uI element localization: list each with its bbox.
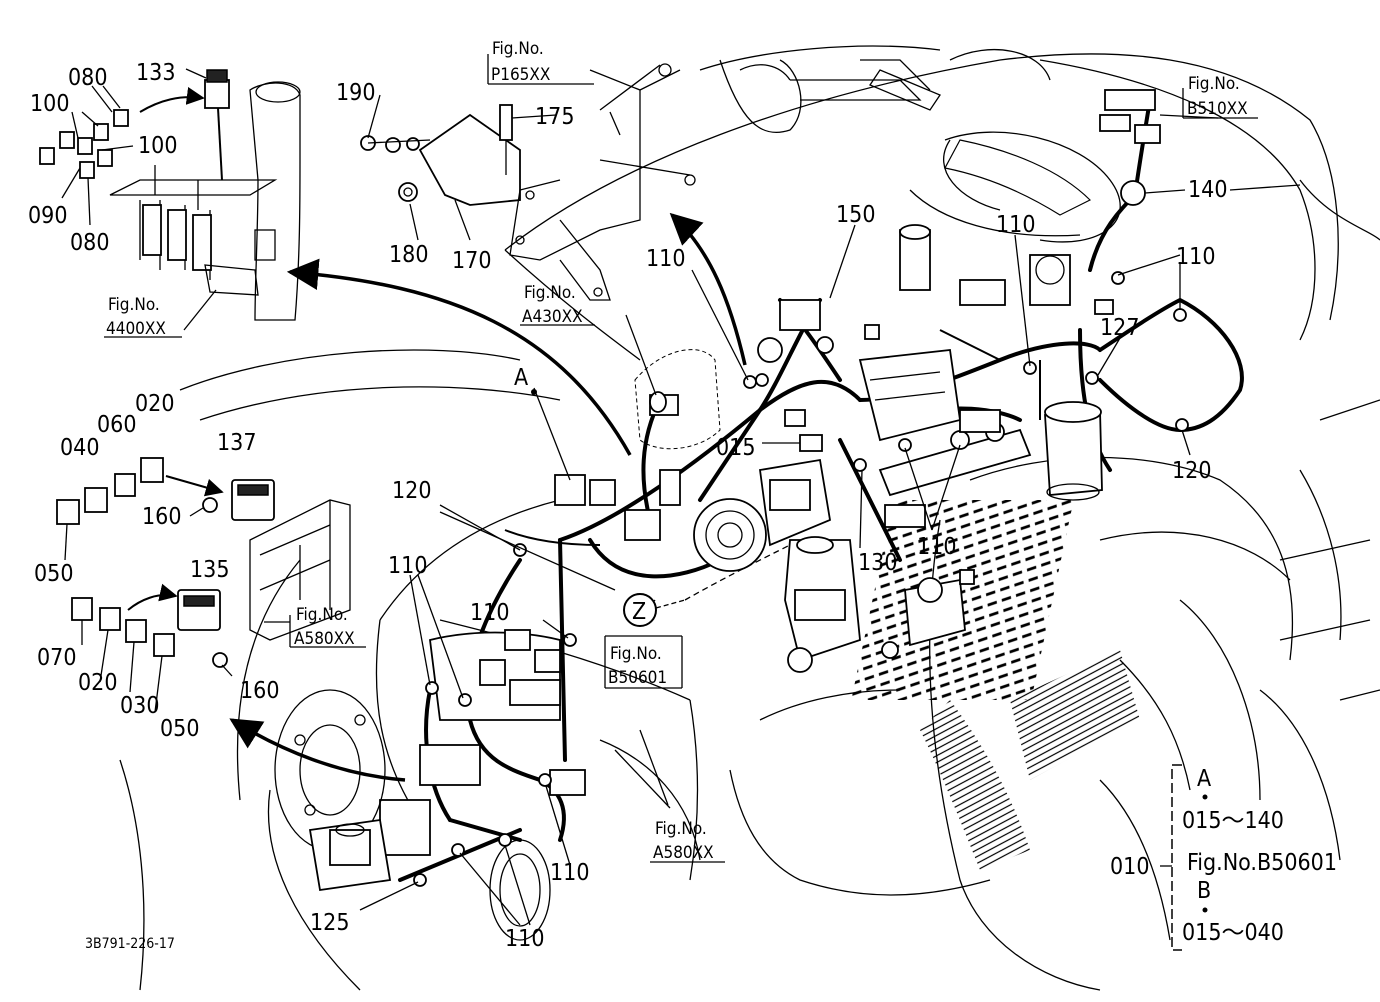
- label-100b: 100: [138, 133, 178, 159]
- z-reference-circle: [623, 593, 657, 627]
- label-150: 150: [836, 202, 876, 228]
- label-160a: 160: [142, 504, 182, 530]
- label-110-bottom-2: 110: [505, 926, 545, 952]
- label-030: 030: [120, 693, 160, 719]
- label-015: 015: [716, 435, 756, 461]
- legend-a-letter: A: [1197, 766, 1211, 792]
- label-125: 125: [310, 910, 350, 936]
- label-090: 090: [28, 203, 68, 229]
- label-060: 060: [97, 412, 137, 438]
- label-080a: 080: [68, 65, 108, 91]
- legend-b-letter: B: [1197, 878, 1211, 904]
- leader-lines: [61, 68, 1301, 926]
- legend-fig-ref: Fig.No.B50601: [1187, 850, 1337, 876]
- label-050a: 050: [34, 561, 74, 587]
- label-050b: 050: [160, 716, 200, 742]
- label-190: 190: [336, 80, 376, 106]
- legend-main-code: 010: [1110, 854, 1150, 880]
- label-110-mid: 110: [646, 246, 686, 272]
- label-127: 127: [1100, 315, 1140, 341]
- fig-a580b-code: A580XX: [653, 843, 714, 863]
- label-170: 170: [452, 248, 492, 274]
- label-z: Z: [632, 599, 646, 625]
- label-110-lower: 110: [470, 600, 510, 626]
- label-080b: 080: [70, 230, 110, 256]
- label-020b: 020: [78, 670, 118, 696]
- legend-a-range: 015～140: [1182, 808, 1284, 834]
- fig-p165-title: Fig.No.: [492, 39, 544, 59]
- arrow-to-p165-inset: [669, 212, 747, 366]
- drawing-code: 3B791-226-17: [85, 936, 175, 952]
- part-number-labels: 133 080 100 100 090 080 190 175 180 170 …: [28, 60, 1228, 952]
- fig-reference-labels: Fig.No. P165XX Fig.No. B510XX Fig.No. A4…: [106, 39, 1248, 863]
- label-140: 140: [1188, 177, 1228, 203]
- label-040: 040: [60, 435, 100, 461]
- label-133: 133: [136, 60, 176, 86]
- label-100a: 100: [30, 91, 70, 117]
- fig-b510-title: Fig.No.: [1188, 74, 1240, 94]
- fig-a430-title: Fig.No.: [524, 283, 576, 303]
- arrow-to-relay-135: [127, 583, 178, 611]
- label-110-top: 110: [996, 212, 1036, 238]
- radiator-mesh: [1010, 650, 1140, 780]
- arrow-to-4400-inset: [286, 258, 632, 456]
- label-110-bottom: 110: [550, 860, 590, 886]
- fig-p165-code: P165XX: [491, 65, 550, 85]
- fig-a580a-title: Fig.No.: [296, 605, 348, 625]
- fig-a430-code: A430XX: [522, 307, 583, 327]
- label-175: 175: [535, 104, 575, 130]
- legend: A 015～140 010 Fig.No.B50601 B 015～040: [1110, 766, 1337, 946]
- fig-reference-brackets: [104, 54, 1258, 863]
- label-120-left: 120: [392, 478, 432, 504]
- label-160b: 160: [240, 678, 280, 704]
- fig-a580b-title: Fig.No.: [655, 819, 707, 839]
- fig-4400-code: 4400XX: [106, 319, 166, 339]
- engine-components: [274, 89, 1189, 941]
- fig-b506-title: Fig.No.: [610, 644, 662, 664]
- arrow-to-a580-inset: [229, 718, 406, 782]
- label-110-right: 110: [1176, 244, 1216, 270]
- label-137: 137: [217, 430, 257, 456]
- label-110-center: 110: [917, 534, 957, 560]
- fuse-box-inset: [39, 69, 301, 321]
- front-radiator-grille: [920, 700, 1030, 870]
- label-070: 070: [37, 645, 77, 671]
- bracket-inset: [360, 63, 696, 301]
- legend-bracket: [1160, 764, 1208, 951]
- legend-b-range: 015～040: [1182, 920, 1284, 946]
- label-130: 130: [858, 550, 898, 576]
- fig-4400-title: Fig.No.: [108, 295, 160, 315]
- hood-vent-slots: [944, 139, 1092, 216]
- fig-b506-code: B50601: [608, 668, 667, 688]
- fig-b510-code: B510XX: [1187, 99, 1248, 119]
- label-135: 135: [190, 557, 230, 583]
- relay-holder-inset: [56, 457, 351, 668]
- arrow-to-relay-137: [165, 475, 224, 497]
- label-020a: 020: [135, 391, 175, 417]
- label-a: A: [514, 365, 528, 391]
- arrow-to-fuse-box: [139, 86, 205, 113]
- fig-a580a-code: A580XX: [294, 629, 355, 649]
- label-180: 180: [389, 242, 429, 268]
- point-a-dot: [531, 389, 537, 395]
- label-120-right: 120: [1172, 458, 1212, 484]
- label-110-left: 110: [388, 553, 428, 579]
